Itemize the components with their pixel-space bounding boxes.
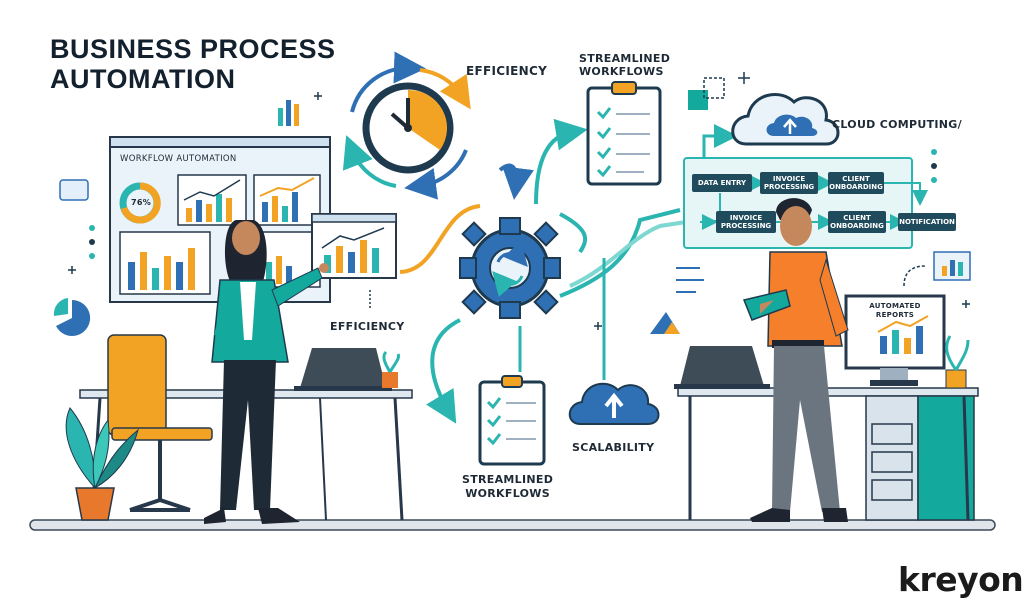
right-desk bbox=[674, 294, 979, 521]
donut-value: 76% bbox=[131, 198, 152, 207]
flow-box-invoice-processing-2: INVOICE PROCESSING bbox=[716, 211, 776, 233]
label-streamlined-bottom-line-1: STREAMLINED bbox=[462, 473, 554, 486]
brand-logo: kreyon bbox=[898, 560, 1024, 599]
flow-box-notification: NOTIFICATION bbox=[898, 213, 956, 231]
clipboard-bottom-icon bbox=[478, 375, 546, 466]
flow-box-invoice-processing-1: INVOICE PROCESSING bbox=[760, 172, 818, 194]
man-figure bbox=[742, 198, 849, 522]
label-efficiency-mid: EFFICIENCY bbox=[330, 320, 405, 333]
clipboard-top-icon bbox=[586, 81, 662, 186]
woman-figure bbox=[204, 220, 329, 524]
potted-plant-left bbox=[65, 407, 139, 521]
clock-icon bbox=[342, 51, 471, 200]
flow-box-client-onboarding-1: CLIENT ONBOARDING bbox=[828, 172, 884, 194]
page-title: BUSINESS PROCESS AUTOMATION bbox=[50, 34, 336, 94]
office-chair bbox=[107, 334, 213, 512]
label-streamlined-top-line-2: WORKFLOWS bbox=[579, 65, 664, 78]
flow-box-data-entry: DATA ENTRY bbox=[692, 174, 752, 192]
label-cloud-computing: CLOUD COMPUTING/ bbox=[832, 118, 962, 131]
label-streamlined-bottom-line-2: WORKFLOWS bbox=[465, 487, 550, 500]
page-title-line-1: BUSINESS PROCESS bbox=[50, 34, 336, 64]
chat-bubble bbox=[59, 179, 89, 201]
workflow-dashboard bbox=[109, 136, 331, 303]
monitor-text: AUTOMATED REPORTS bbox=[860, 302, 930, 320]
dashboard-title: WORKFLOW AUTOMATION bbox=[120, 154, 237, 164]
cloud-computing-icon bbox=[731, 93, 840, 146]
label-efficiency-top: EFFICIENCY bbox=[466, 64, 548, 78]
cloud-upload-icon bbox=[568, 382, 660, 425]
floor-line bbox=[29, 519, 996, 531]
flow-box-client-onboarding-2: CLIENT ONBOARDING bbox=[828, 211, 886, 233]
monitor-text-line-2: REPORTS bbox=[875, 311, 915, 319]
monitor-text-line-1: AUTOMATED bbox=[869, 302, 921, 310]
label-streamlined-bottom: STREAMLINED WORKFLOWS bbox=[462, 473, 553, 501]
label-streamlined-top-line-1: STREAMLINED bbox=[579, 52, 671, 65]
page-title-line-2: AUTOMATION bbox=[50, 64, 236, 94]
pie-icon bbox=[56, 299, 91, 336]
label-scalability: SCALABILITY bbox=[572, 441, 655, 454]
label-streamlined-top: STREAMLINED WORKFLOWS bbox=[579, 52, 670, 78]
gear-icon bbox=[459, 217, 561, 319]
